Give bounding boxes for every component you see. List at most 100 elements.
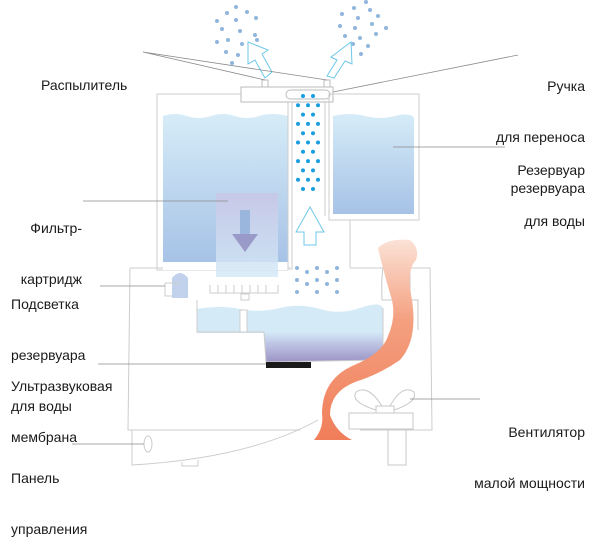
- label-panel-line: управления: [11, 521, 88, 537]
- column-dot: [301, 168, 305, 173]
- label-filter: Фильтр- картридж: [21, 186, 82, 305]
- right-reservoir: [328, 93, 420, 221]
- label-panel-line: Панель: [11, 470, 60, 486]
- mist-dot: [352, 6, 356, 10]
- bath-dot: [335, 266, 339, 270]
- label-filter-line: картридж: [20, 271, 82, 287]
- water-bath: [196, 300, 384, 363]
- label-membrane: Ультразвуковая мембрана: [11, 344, 112, 463]
- mist-dot: [370, 22, 374, 26]
- mist-dot: [353, 26, 357, 30]
- column-mist-dots: [296, 94, 320, 191]
- column-dot: [316, 140, 320, 145]
- bath-dot: [295, 266, 299, 270]
- label-handle-line: Ручка: [547, 78, 585, 94]
- left-outlet-arrow-icon: [247, 41, 273, 79]
- mist-dot: [226, 38, 230, 42]
- left-mist-cloud: [215, 5, 259, 65]
- column-dot: [296, 103, 300, 108]
- column-dot: [311, 131, 315, 136]
- label-backlight-line: для воды: [11, 398, 72, 414]
- label-backlight-line: резервуара: [11, 347, 86, 363]
- column-dot: [301, 131, 305, 136]
- label-fan: Вентилятор малой мощности: [474, 390, 585, 509]
- column-dot: [311, 94, 315, 98]
- bath-dot: [295, 290, 299, 294]
- fan-blade-right: [389, 389, 416, 411]
- column-dot: [311, 112, 315, 117]
- filter-grill: [209, 285, 279, 301]
- mist-dot: [351, 42, 355, 46]
- column-dot: [301, 187, 305, 191]
- column-dot: [316, 103, 320, 108]
- mist-dot: [245, 10, 249, 14]
- label-handle: Ручка для переноса резервуара: [496, 44, 585, 214]
- mist-dot: [254, 16, 258, 20]
- column-dot: [296, 140, 300, 145]
- column-dot: [296, 159, 300, 164]
- label-membrane-line: Ультразвуковая: [11, 378, 113, 394]
- mist-dot: [236, 53, 240, 57]
- column-dot: [296, 121, 300, 126]
- bath-dot: [315, 278, 319, 282]
- bath-dot: [295, 278, 299, 282]
- bath-mist-dots: [295, 266, 339, 294]
- mist-dot: [358, 36, 362, 40]
- label-sprayer: Распылитель: [41, 43, 127, 111]
- mist-dot: [368, 8, 372, 12]
- backlight-element: [164, 273, 188, 298]
- bath-dot: [335, 278, 339, 282]
- mist-dot: [343, 34, 347, 38]
- mist-dot: [234, 18, 238, 22]
- column-dot: [306, 140, 310, 145]
- label-reservoir-line: для воды: [524, 213, 585, 229]
- column-dot: [311, 149, 315, 154]
- label-membrane-line: мембрана: [11, 429, 77, 445]
- label-filter-line: Фильтр-: [30, 220, 82, 236]
- mist-dot: [376, 14, 380, 18]
- mist-dot: [366, 44, 370, 48]
- column-dot: [306, 177, 310, 182]
- label-reservoir: Резервуар для воды: [517, 128, 585, 247]
- label-handle-line: для переноса: [495, 129, 585, 145]
- humidifier-diagram: [72, 0, 519, 467]
- label-reservoir-line: Резервуар: [517, 162, 585, 178]
- column-dot: [311, 187, 315, 191]
- ultrasonic-membrane-plate: [266, 362, 311, 368]
- column-dot: [301, 149, 305, 154]
- filter-down-arrow-icon: [232, 234, 258, 252]
- bath-dot: [325, 282, 329, 286]
- mist-dot: [253, 33, 257, 37]
- mist-dot: [338, 24, 342, 28]
- leader-lines: [72, 51, 519, 445]
- bath-dot: [315, 290, 319, 294]
- mist-dot: [224, 50, 228, 54]
- mist-dot: [340, 12, 344, 16]
- bath-dot: [305, 270, 309, 274]
- mist-dot: [359, 52, 363, 56]
- mist-dot: [240, 42, 244, 46]
- label-panel: Панель управления: [11, 436, 87, 555]
- column-up-arrow-icon: [295, 205, 325, 246]
- air-flow-stream: [314, 239, 418, 440]
- column-dot: [311, 168, 315, 173]
- column-dot: [306, 103, 310, 108]
- leader-handle: [332, 54, 519, 93]
- bath-dot: [305, 282, 309, 286]
- bath-dot: [325, 270, 329, 274]
- column-dot: [306, 159, 310, 164]
- right-outlet-arrow-icon: [326, 41, 353, 79]
- label-fan-line: Вентилятор: [508, 424, 585, 440]
- mist-dot: [384, 26, 388, 30]
- column-dot: [316, 177, 320, 182]
- mist-dot: [356, 16, 360, 20]
- label-sprayer-line: Распылитель: [41, 77, 128, 93]
- mist-dot: [234, 5, 238, 9]
- mist-dot: [255, 38, 259, 42]
- fan-blade-left: [354, 389, 383, 411]
- column-dot: [316, 121, 320, 126]
- column-dot: [306, 121, 310, 126]
- mist-dot: [364, 0, 368, 4]
- leader-sprayer: [142, 51, 328, 81]
- mist-dot: [215, 19, 219, 23]
